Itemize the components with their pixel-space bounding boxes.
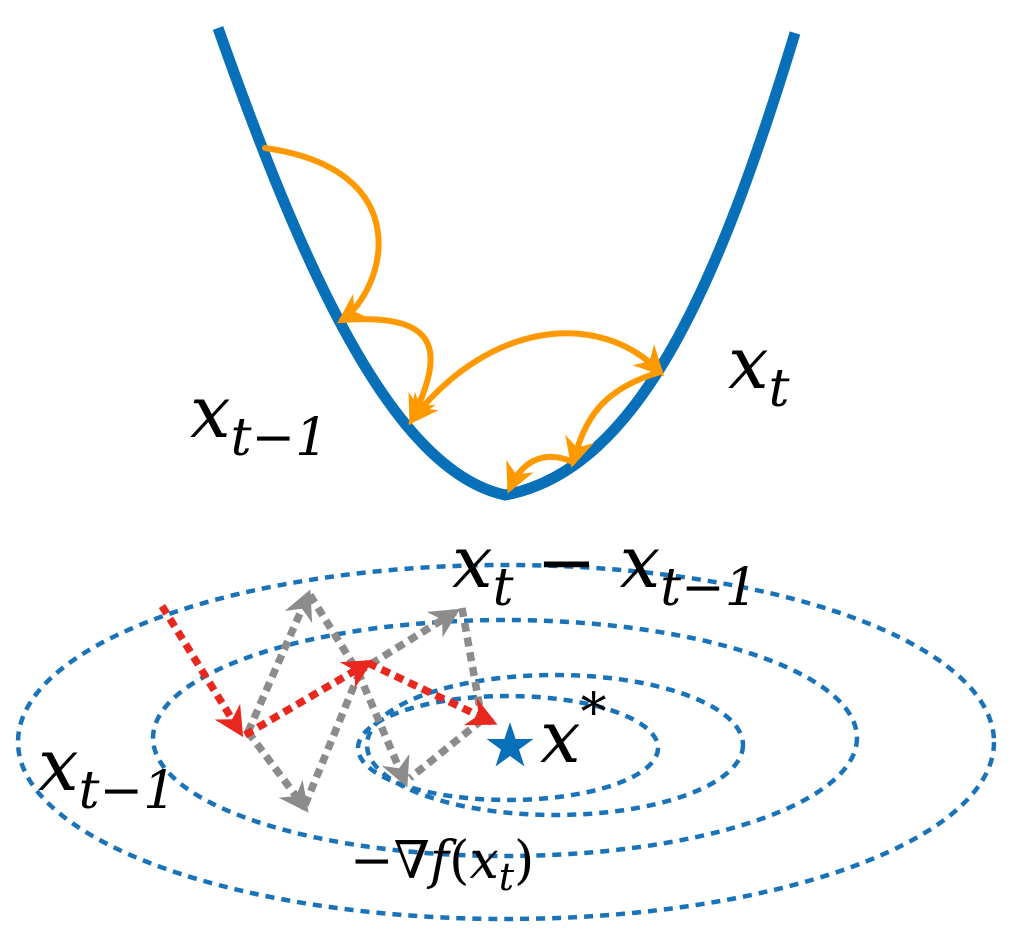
orange-arrow-3 xyxy=(408,330,665,425)
gray-arrows xyxy=(244,589,486,813)
label-top-xt: xt xyxy=(728,321,790,419)
label-xstar: x* xyxy=(540,683,607,779)
red-arrows xyxy=(158,604,498,739)
star-icon xyxy=(486,722,534,767)
red-arrow-3 xyxy=(366,659,498,726)
gray-arrow-5 xyxy=(354,670,410,788)
contour-inner-2 xyxy=(364,672,746,818)
gray-arrow-7 xyxy=(407,717,485,781)
contour-middle xyxy=(150,617,860,859)
contour-lines xyxy=(15,562,997,922)
gray-arrow-6 xyxy=(458,607,486,721)
red-arrow-1 xyxy=(158,604,244,738)
contour-outer xyxy=(15,562,997,922)
gray-arrow-8 xyxy=(301,674,362,807)
orange-arrow-1 xyxy=(262,145,382,324)
orange-arrows xyxy=(262,145,665,494)
orange-arrow-5 xyxy=(506,453,576,494)
red-arrow-2 xyxy=(243,659,374,739)
gray-arrow-1 xyxy=(244,589,313,734)
orange-arrow-4 xyxy=(565,369,663,468)
label-neg-gradient: −∇f(xt) xyxy=(350,831,534,899)
contour-inner-1 xyxy=(355,693,661,803)
label-top-xtm1: xt−1 xyxy=(190,370,328,468)
label-difference: xt − xt−1 xyxy=(452,520,758,618)
gray-arrow-2 xyxy=(245,729,309,813)
gray-arrow-3 xyxy=(306,593,362,674)
label-bottom-xtm1: xt−1 xyxy=(38,723,176,821)
loss-curve xyxy=(212,26,801,501)
